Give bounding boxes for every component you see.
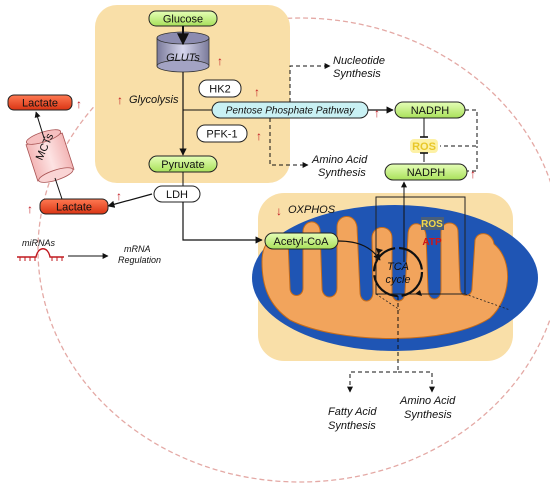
gluts-up-arrow: ↑ (217, 54, 223, 68)
lactate-outside-box (7, 94, 73, 111)
lactate-outside-up-arrow: ↑ (76, 97, 82, 111)
gluts-transporter (156, 31, 210, 73)
lactate-inside-label: Lactate (56, 202, 92, 214)
arrow (34, 111, 45, 139)
amino-top-label-1: Amino Acid (311, 154, 368, 166)
ldh-box (153, 185, 201, 203)
dashed-loop (440, 109, 478, 147)
lactate-inside-up-arrow: ↑ (27, 202, 33, 216)
atp-label: ATP (422, 237, 442, 248)
ros-cyto-label: ROS (412, 141, 436, 153)
dashed-loop (465, 146, 478, 172)
arrow (289, 63, 331, 102)
nadph-top-label: NADPH (411, 105, 450, 117)
oxphos-down-arrow: ↓ (276, 204, 282, 218)
lactate-outside-label: Lactate (22, 98, 58, 110)
arrow (54, 177, 63, 200)
ldh-label: LDH (166, 189, 188, 201)
ros-mito-box (421, 217, 444, 230)
tca-label-1: TCA (387, 261, 409, 273)
ros-cyto-box (410, 139, 438, 153)
amino-bottom-label-2: Synthesis (404, 409, 452, 421)
fatty-acid-label-2: Synthesis (328, 420, 376, 432)
pfk1-label: PFK-1 (206, 129, 237, 141)
nadph-bottom-label: NADPH (407, 167, 446, 179)
pfk1-box (196, 124, 248, 143)
acetyl-coa-label: Acetyl-CoA (273, 236, 329, 248)
nadph-bottom-box (384, 163, 468, 181)
tca-label-2: cycle (385, 274, 410, 286)
arrow (398, 371, 435, 393)
mirna-hairpin-icon (17, 248, 64, 261)
amino-bottom-label-1: Amino Acid (399, 395, 456, 407)
zoom-line (375, 293, 401, 311)
arrow (347, 296, 399, 393)
hk2-box (198, 79, 242, 98)
gluts-label: GLUTs (166, 52, 200, 64)
mrna-label-1: mRNA (124, 244, 151, 254)
mirnas-label: miRNAs (22, 238, 55, 248)
ppp-up-arrow: ↑ (374, 106, 380, 120)
glycolysis-up-arrow: ↑ (117, 93, 123, 107)
ros-mito-label: ROS (421, 219, 443, 230)
glycolysis-label: Glycolysis (129, 94, 179, 106)
mrna-label-2: Regulation (118, 255, 161, 265)
tca-cycle-icon (372, 246, 424, 298)
hk2-label: HK2 (209, 84, 230, 96)
ppp-label: Pentose Phosphate Pathway (226, 106, 355, 117)
lactate-inside-box (39, 198, 109, 215)
amino-top-label-2: Synthesis (318, 167, 366, 179)
hk2-up-arrow: ↑ (254, 85, 260, 99)
arrow (107, 193, 153, 208)
nucleotide-label-2: Synthesis (333, 68, 381, 80)
pfk1-up-arrow: ↑ (256, 129, 262, 143)
cell-membrane (37, 17, 550, 483)
oxphos-label: OXPHOS (288, 204, 336, 216)
nadph-bottom-up-arrow: ↑ (470, 167, 476, 181)
fatty-acid-label-1: Fatty Acid (328, 406, 377, 418)
nucleotide-label-1: Nucleotide (333, 55, 385, 67)
arrow (269, 118, 309, 168)
mcts-transporter (25, 129, 75, 183)
ldh-up-arrow: ↑ (116, 189, 122, 203)
pyruvate-label: Pyruvate (161, 159, 204, 171)
arrow (182, 202, 263, 244)
glucose-label: Glucose (163, 14, 203, 26)
